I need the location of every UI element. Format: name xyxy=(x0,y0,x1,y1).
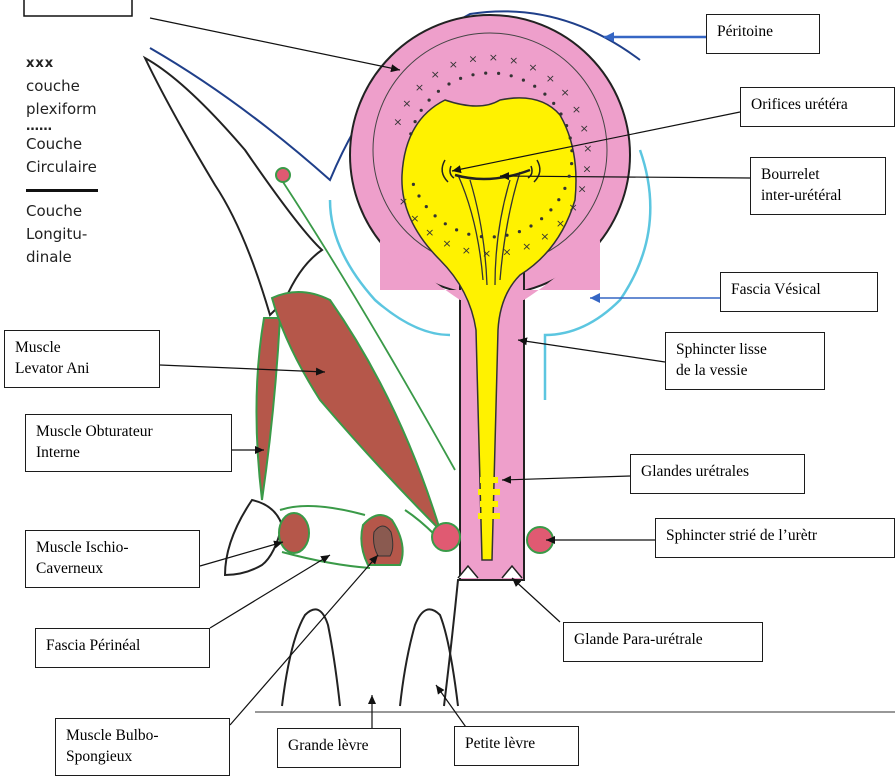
label-orifices-text: Orifices urétéra xyxy=(751,94,884,115)
ischio-cavernosus-muscle xyxy=(279,513,309,553)
label-bourrelet: Bourrelet inter-urétéral xyxy=(750,157,886,215)
legend-plexiform-label-2: plexiform xyxy=(26,98,146,121)
label-ischio-text-2: Caverneux xyxy=(36,558,189,579)
label-ischio-text-1: Muscle Ischio- xyxy=(36,537,189,558)
label-sphincter-lisse: Sphincter lisse de la vessie xyxy=(665,332,825,390)
legend-circular-label-2: Circulaire xyxy=(26,156,146,179)
label-fascia-perineal: Fascia Périnéal xyxy=(35,628,210,668)
label-grande-levre-text: Grande lèvre xyxy=(288,735,390,756)
legend-longitudinal-label-1: Couche xyxy=(26,200,146,223)
label-peritoine: Péritoine xyxy=(706,14,820,54)
pointer-petite-levre xyxy=(436,685,468,730)
legend-plexiform-symbol: xxx xyxy=(26,52,146,75)
label-bulbo-text-2: Spongieux xyxy=(66,746,219,767)
label-sphincter-lisse-text-1: Sphincter lisse xyxy=(676,339,814,360)
label-fascia-vesical: Fascia Vésical xyxy=(720,272,878,312)
bulbo-spongiosus-inner xyxy=(374,526,393,556)
label-levator-text-1: Muscle xyxy=(15,337,149,358)
label-glande-para-text: Glande Para-urétrale xyxy=(574,629,752,650)
ischial-bone xyxy=(225,500,282,575)
label-sphincter-strie: Sphincter strié de l’urètr xyxy=(655,518,895,558)
label-petite-levre: Petite lèvre xyxy=(454,726,579,766)
label-glandes-uretrales-text: Glandes urétrales xyxy=(641,461,794,482)
label-petite-levre-text: Petite lèvre xyxy=(465,733,568,754)
obturator-internus-muscle xyxy=(256,318,280,500)
label-sphincter-strie-text: Sphincter strié de l’urètr xyxy=(666,525,884,546)
label-bourrelet-text-2: inter-urétéral xyxy=(761,185,875,206)
pointer-sphincter-lisse xyxy=(518,340,665,362)
label-peritoine-text: Péritoine xyxy=(717,21,809,42)
legend-circular-symbol: …… xyxy=(26,121,146,133)
label-glande-para-uretrale: Glande Para-urétrale xyxy=(563,622,763,662)
top-left-label-box xyxy=(24,0,132,16)
label-bourrelet-text-1: Bourrelet xyxy=(761,164,875,185)
label-levator-text-2: Levator Ani xyxy=(15,358,149,379)
legend-circular-label-1: Couche xyxy=(26,133,146,156)
label-bulbo-text-1: Muscle Bulbo- xyxy=(66,725,219,746)
pointer-top xyxy=(150,18,400,70)
vessel-circle xyxy=(276,168,290,182)
label-obturateur-interne: Muscle Obturateur Interne xyxy=(25,414,232,472)
label-sphincter-lisse-text-2: de la vessie xyxy=(676,360,814,381)
legend: xxx couche plexiform …… Couche Circulair… xyxy=(26,52,146,269)
pointer-glande-para xyxy=(512,578,560,622)
label-ischio-caverneux: Muscle Ischio- Caverneux xyxy=(25,530,200,588)
legend-longitudinal-label-2: Longitu- xyxy=(26,223,146,246)
grande-levre xyxy=(282,609,458,706)
label-obturateur-text-2: Interne xyxy=(36,442,221,463)
sphincter-left xyxy=(432,523,460,551)
label-orifices-ureteraux: Orifices urétéra xyxy=(740,87,895,127)
pubic-bone xyxy=(145,58,322,315)
legend-plexiform-label-1: couche xyxy=(26,75,146,98)
label-glandes-uretrales: Glandes urétrales xyxy=(630,454,805,494)
label-bulbo-spongieux: Muscle Bulbo- Spongieux xyxy=(55,718,230,776)
label-fascia-vesical-text: Fascia Vésical xyxy=(731,279,867,300)
label-obturateur-text-1: Muscle Obturateur xyxy=(36,421,221,442)
label-grande-levre: Grande lèvre xyxy=(277,728,401,768)
label-fascia-perineal-text: Fascia Périnéal xyxy=(46,635,199,656)
label-levator-ani: Muscle Levator Ani xyxy=(4,330,160,388)
pointer-bulbo xyxy=(230,555,378,725)
legend-longitudinal-label-3: dinale xyxy=(26,246,146,269)
legend-longitudinal-symbol xyxy=(26,189,98,192)
